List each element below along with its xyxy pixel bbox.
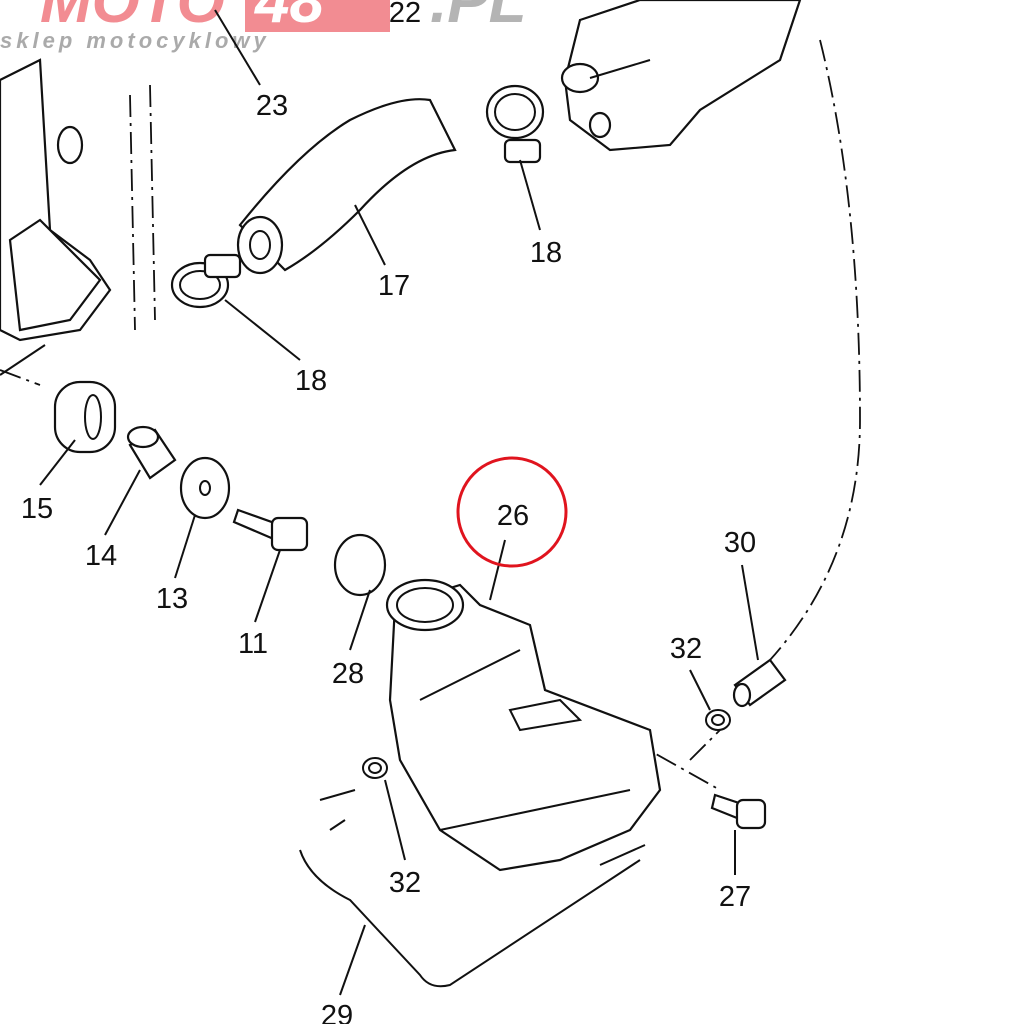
hose-clamp-18-lower	[170, 253, 242, 309]
watermark-logo: MOTO 48 .PL sklep motocyklowy	[0, 0, 526, 53]
clip-32-left	[362, 757, 388, 779]
callout-14: 14	[85, 540, 117, 572]
callout-30: 30	[724, 527, 756, 559]
callout-27: 27	[719, 881, 751, 913]
callout-32-left: 32	[389, 867, 421, 899]
reservoir-tank-26	[385, 578, 662, 872]
leader-lines	[39, 9, 759, 996]
callout-26: 26	[497, 500, 529, 532]
callout-29: 29	[321, 1000, 353, 1024]
callout-28: 28	[332, 658, 364, 690]
pipe-30	[732, 658, 787, 708]
radiator-part	[0, 58, 112, 376]
clip-32-right	[705, 709, 731, 731]
svg-text:.PL: .PL	[430, 0, 526, 36]
bolt-11	[232, 508, 309, 552]
dash-line	[0, 369, 41, 386]
svg-text:sklep motocyklowy: sklep motocyklowy	[0, 28, 270, 53]
bolt-27	[710, 793, 767, 830]
dash-line	[769, 39, 861, 661]
callout-23: 23	[256, 90, 288, 122]
svg-text:48: 48	[253, 0, 324, 36]
hose-clamp-18-upper	[485, 84, 545, 164]
collar-14	[126, 425, 177, 480]
svg-text:MOTO: MOTO	[40, 0, 225, 36]
dash-line	[149, 84, 156, 321]
hose-29	[299, 789, 646, 988]
dash-line	[129, 94, 136, 331]
callout-18-upper: 18	[530, 237, 562, 269]
highlight-circle	[456, 456, 568, 568]
callout-17: 17	[378, 270, 410, 302]
washer-13	[179, 456, 231, 520]
hose-part-17	[236, 98, 457, 275]
callout-15: 15	[21, 493, 53, 525]
callout-18-lower: 18	[295, 365, 327, 397]
callout-22: 22	[389, 0, 421, 29]
water-pump	[560, 0, 802, 152]
grommet-15	[53, 380, 117, 454]
callout-13: 13	[156, 583, 188, 615]
callout-11: 11	[238, 628, 268, 660]
dash-line	[689, 729, 721, 761]
cap-28	[333, 533, 387, 597]
callout-32-right: 32	[670, 633, 702, 665]
